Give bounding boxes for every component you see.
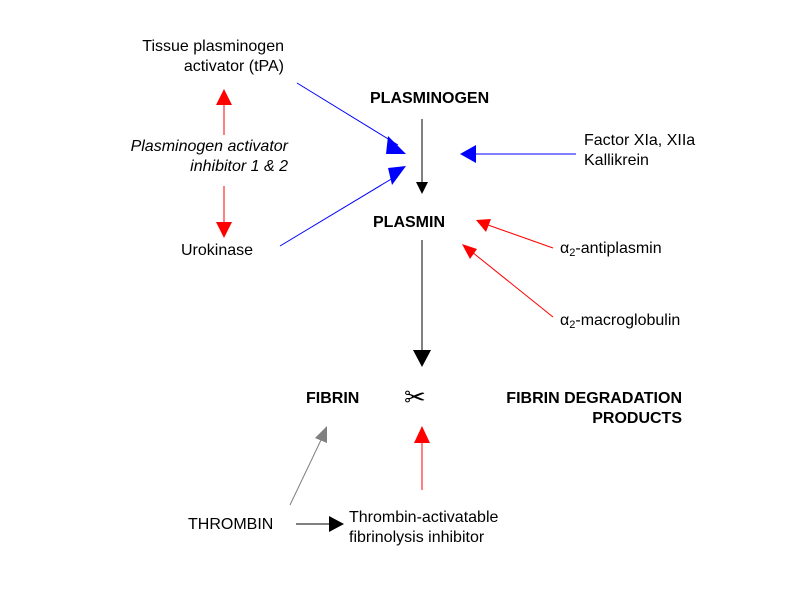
antiplasmin-inhibition-arrowhead (476, 219, 491, 232)
tafi-label-line2: fibrinolysis inhibitor (349, 529, 485, 546)
pai-inhibition-arrowhead-down (216, 222, 232, 238)
urokinase-activation-line (279, 174, 399, 247)
fibrin-label: FIBRIN (306, 390, 360, 407)
thrombin-to-tafi-arrowhead (329, 516, 344, 532)
plasmin-label: PLASMIN (373, 214, 445, 231)
fdp-label-line2: PRODUCTS (592, 410, 682, 427)
pai-label: Plasminogen activator inhibitor 1 & 2 (60, 137, 288, 177)
urokinase-activation-arrowhead (388, 166, 406, 185)
macroglobulin-label: α2-macroglobulin (560, 311, 680, 331)
thrombin-label: THROMBIN (188, 516, 274, 533)
antiplasmin-subscript: 2 (569, 247, 576, 259)
antiplasmin-label: α2-antiplasmin (560, 239, 662, 259)
factor-label: Factor XIa, XIIa Kallikrein (584, 131, 695, 171)
pai-label-line1: Plasminogen activator (130, 138, 288, 155)
macroglobulin-inhibition-arrowhead (462, 244, 477, 259)
scissors-icon: ✂ (404, 382, 426, 412)
factor-label-line2: Kallikrein (584, 152, 649, 169)
macroglobulin-rest: -macroglobulin (575, 312, 681, 329)
tpa-activation-line (296, 82, 399, 146)
antiplasmin-rest: -antiplasmin (575, 240, 662, 257)
urokinase-label: Urokinase (181, 242, 254, 259)
fdp-label: FIBRIN DEGRADATION PRODUCTS (448, 389, 682, 429)
antiplasmin-inhibition-line (487, 224, 554, 249)
antiplasmin-alpha: α (560, 240, 570, 257)
plasminogen-to-plasmin-arrowhead (416, 182, 428, 194)
thrombin-to-fibrin-line (289, 439, 322, 506)
tpa-activation-arrowhead (386, 136, 406, 154)
tpa-label-line2: activator (tPA) (183, 58, 284, 75)
macroglobulin-alpha: α (560, 312, 570, 329)
fdp-label-line1: FIBRIN DEGRADATION (506, 390, 682, 407)
tafi-label-line1: Thrombin-activatable (349, 509, 499, 526)
plasminogen-label: PLASMINOGEN (370, 90, 490, 107)
macroglobulin-inhibition-line (471, 251, 554, 318)
thrombin-to-fibrin-arrowhead (315, 426, 327, 443)
factor-activation-arrowhead (460, 145, 476, 163)
tpa-label-line1: Tissue plasminogen (142, 38, 284, 55)
tafi-inhibition-arrowhead (414, 426, 430, 443)
tafi-label: Thrombin-activatable fibrinolysis inhibi… (349, 508, 498, 548)
pai-label-line2: inhibitor 1 & 2 (190, 158, 288, 175)
factor-label-line1: Factor XIa, XIIa (584, 132, 696, 149)
pai-inhibition-arrowhead-up (216, 89, 232, 105)
plasmin-to-fibrin-arrowhead (413, 350, 431, 367)
macroglobulin-subscript: 2 (569, 319, 576, 331)
tpa-label: Tissue plasminogen activator (tPA) (94, 37, 284, 77)
